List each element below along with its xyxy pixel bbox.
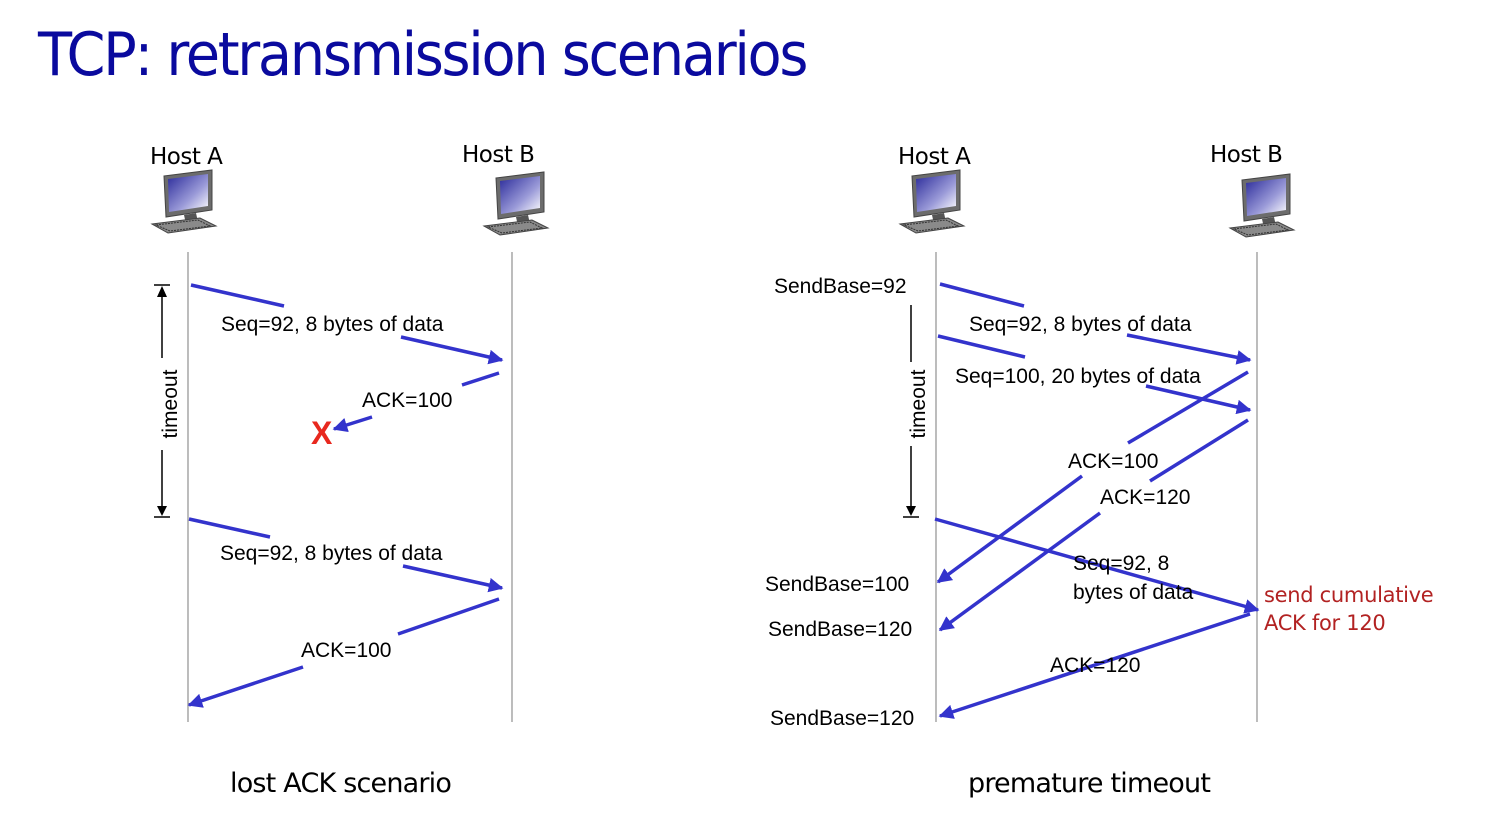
left-diagram: Host A Host B timeout Seq=92, 8 bytes of…	[150, 142, 549, 799]
arrow-head-icon	[938, 511, 1102, 632]
message-label: Seq=100, 20 bytes of data	[955, 365, 1201, 388]
message-label: ACK=120	[1050, 654, 1140, 677]
left-caption: lost ACK scenario	[230, 768, 451, 799]
sendbase-label: SendBase=92	[774, 275, 907, 298]
message-label: ACK=120	[1100, 486, 1190, 509]
sendbase-label: SendBase=120	[770, 707, 914, 730]
arrow-head-icon	[934, 517, 1260, 614]
message-seq92-first: Seq=92, 8 bytes of data	[190, 283, 504, 365]
host-a-computer-icon	[899, 169, 965, 234]
message-label: ACK=100	[362, 389, 452, 412]
host-b-label: Host B	[1210, 142, 1282, 168]
arrow-head-icon	[332, 415, 373, 433]
timeout-label: timeout	[907, 369, 930, 438]
message-seq92-retransmit: Seq=92, 8 bytes of data	[934, 517, 1260, 614]
host-a-computer-icon	[151, 169, 217, 234]
timeout-down-arrow-icon	[157, 506, 167, 516]
arrow-head-icon	[187, 665, 304, 708]
message-ack100-lost: ACK=100 X	[311, 371, 500, 451]
timeout-down-arrow-icon	[906, 506, 916, 516]
sendbase-label: SendBase=100	[765, 573, 909, 596]
arrow-head-icon	[938, 612, 1251, 719]
message-seq92: Seq=92, 8 bytes of data	[939, 282, 1252, 365]
arrow-head-icon	[402, 564, 504, 593]
cumulative-ack-note-line1: send cumulative	[1264, 583, 1433, 607]
message-label: Seq=92, 8 bytes of data	[221, 313, 444, 336]
host-a-label: Host A	[150, 144, 223, 170]
right-diagram: Host A Host B timeout SendBase=92 SendBa…	[765, 142, 1434, 799]
message-label: Seq=92, 8 bytes of data	[220, 542, 443, 565]
message-ack120-first: ACK=120	[938, 418, 1249, 632]
message-ack100: ACK=100	[936, 370, 1249, 584]
right-caption: premature timeout	[968, 768, 1210, 799]
message-ack100: ACK=100	[187, 597, 500, 708]
timeout-up-arrow-icon	[157, 286, 167, 297]
packet-lost-x-icon: X	[311, 415, 333, 451]
host-b-computer-icon	[1229, 173, 1295, 238]
cumulative-ack-note-line2: ACK for 120	[1264, 611, 1385, 635]
arrow-head-icon	[936, 474, 1084, 584]
host-b-computer-icon	[483, 171, 549, 236]
message-label: ACK=100	[1068, 450, 1158, 473]
arrow-head-icon	[1126, 333, 1252, 365]
timeout-interval: timeout	[903, 305, 930, 518]
message-seq92-retransmit: Seq=92, 8 bytes of data	[188, 517, 504, 593]
message-label-line1: Seq=92, 8	[1073, 552, 1169, 575]
sendbase-label: SendBase=120	[768, 618, 912, 641]
message-ack120-final: ACK=120	[938, 612, 1251, 719]
timeout-label: timeout	[159, 369, 182, 438]
message-label: Seq=92, 8 bytes of data	[969, 313, 1192, 336]
message-label: ACK=100	[301, 639, 391, 662]
slide-title: TCP: retransmission scenarios	[38, 20, 808, 90]
message-seq100: Seq=100, 20 bytes of data	[937, 334, 1252, 415]
arrow-head-icon	[400, 335, 504, 365]
host-a-label: Host A	[898, 144, 971, 170]
timeout-interval: timeout	[154, 284, 182, 518]
message-label-line2: bytes of data	[1073, 581, 1194, 604]
host-b-label: Host B	[462, 142, 534, 168]
arrow-head-icon	[1145, 384, 1252, 415]
